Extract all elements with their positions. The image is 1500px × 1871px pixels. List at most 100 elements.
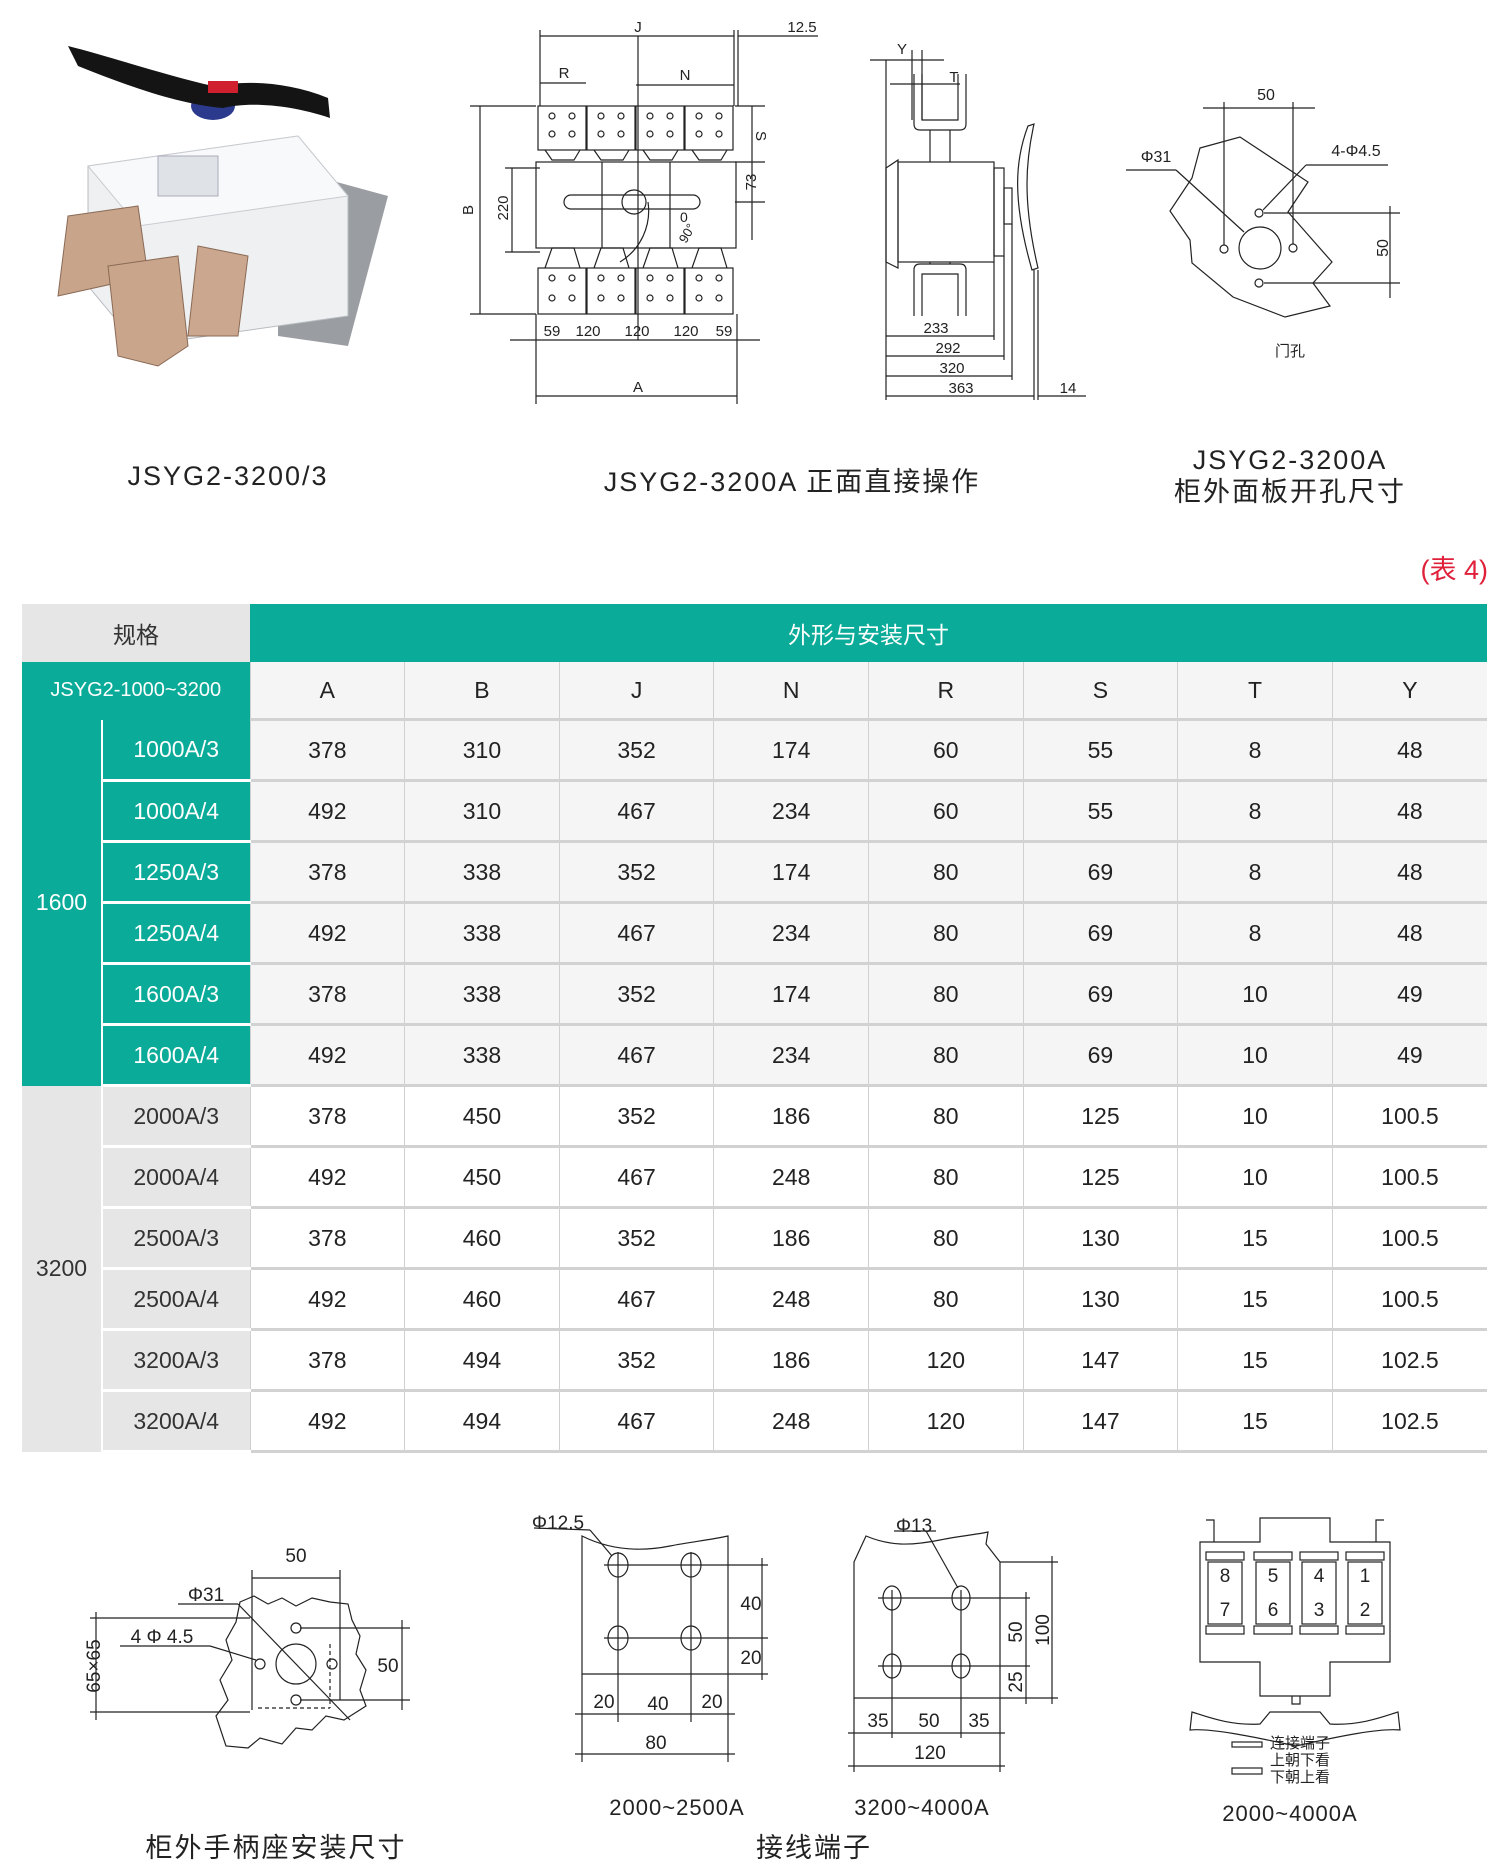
terminal-3200-4000-drawing: Φ13 50 100 25 35 50 35 120 bbox=[848, 1516, 1058, 1772]
terminal-hole bbox=[597, 130, 605, 138]
value-cell-r: 60 bbox=[868, 719, 1024, 782]
terminal-hole bbox=[597, 274, 605, 282]
value-cell-b: 338 bbox=[404, 902, 560, 965]
value-cell-t: 10 bbox=[1177, 1085, 1333, 1148]
large-terminal-phi: Φ13 bbox=[896, 1516, 932, 1537]
value-cell-a: 492 bbox=[249, 902, 405, 965]
terminal-hole bbox=[568, 130, 576, 138]
dim-220: 220 bbox=[495, 195, 512, 220]
small-terminal-h80: 80 bbox=[645, 1733, 666, 1754]
value-cell-n: 234 bbox=[713, 902, 869, 965]
terminal-bar bbox=[1205, 1625, 1245, 1635]
terminal-hole bbox=[715, 294, 723, 302]
terminal-hole bbox=[568, 274, 576, 282]
cutout-dim-50-top: 50 bbox=[1257, 87, 1275, 104]
large-terminal-h35a: 35 bbox=[867, 1711, 888, 1732]
terminal-box bbox=[1301, 1561, 1337, 1625]
terminal-hole bbox=[666, 294, 674, 302]
handle-seat-drawing: 50 Φ31 4 Φ 4.5 50 65×65 bbox=[84, 1546, 410, 1749]
terminals-caption: 接线端子 bbox=[756, 1833, 872, 1863]
value-cell-b: 338 bbox=[404, 963, 560, 1026]
value-cell-y: 100.5 bbox=[1331, 1268, 1487, 1331]
value-cell-r: 60 bbox=[868, 780, 1024, 843]
value-cell-n: 174 bbox=[713, 719, 869, 782]
terminal-hole bbox=[568, 112, 576, 120]
product-photo bbox=[57, 46, 388, 367]
seat-holes: 4 Φ 4.5 bbox=[131, 1627, 194, 1648]
terminal-hole bbox=[617, 294, 625, 302]
spec-cell: 3200A/3 bbox=[102, 1329, 250, 1392]
terminal-bar bbox=[1299, 1551, 1339, 1561]
column-header-a: A bbox=[249, 662, 405, 721]
value-cell-s: 55 bbox=[1022, 780, 1178, 843]
small-terminal-h40: 40 bbox=[647, 1694, 668, 1715]
value-cell-r: 80 bbox=[868, 841, 1024, 904]
value-cell-y: 100.5 bbox=[1331, 1207, 1487, 1270]
value-cell-j: 352 bbox=[558, 963, 714, 1026]
dim-bottom-3: 120 bbox=[624, 323, 649, 340]
value-cell-a: 378 bbox=[249, 1085, 405, 1148]
front-view-caption: JSYG2-3200A 正面直接操作 bbox=[603, 467, 981, 497]
value-cell-b: 338 bbox=[404, 1024, 560, 1087]
value-cell-b: 450 bbox=[404, 1085, 560, 1148]
terminal-hole bbox=[695, 274, 703, 282]
value-cell-s: 69 bbox=[1022, 902, 1178, 965]
value-cell-r: 80 bbox=[868, 963, 1024, 1026]
value-cell-r: 80 bbox=[868, 902, 1024, 965]
spec-cell: 1600A/3 bbox=[102, 963, 250, 1026]
value-cell-t: 15 bbox=[1177, 1207, 1333, 1270]
cutout-dim-50-right: 50 bbox=[1375, 239, 1392, 257]
terminal-hole bbox=[597, 294, 605, 302]
dim-t: T bbox=[949, 69, 958, 86]
terminal-hole bbox=[617, 112, 625, 120]
value-cell-j: 467 bbox=[558, 780, 714, 843]
column-header-b: B bbox=[404, 662, 560, 721]
small-terminal-v40: 40 bbox=[740, 1594, 761, 1615]
value-cell-y: 48 bbox=[1331, 841, 1487, 904]
large-terminal-v25: 25 bbox=[1006, 1671, 1027, 1692]
dim-12-5: 12.5 bbox=[787, 19, 816, 36]
value-cell-b: 494 bbox=[404, 1390, 560, 1453]
terminal-box bbox=[1347, 1561, 1383, 1625]
terminal-bar bbox=[1253, 1551, 1293, 1561]
value-cell-n: 234 bbox=[713, 1024, 869, 1087]
terminal-hole bbox=[548, 112, 556, 120]
dim-b: B bbox=[460, 205, 477, 215]
terminal-box bbox=[1207, 1561, 1243, 1625]
value-cell-a: 378 bbox=[249, 719, 405, 782]
value-cell-t: 15 bbox=[1177, 1268, 1333, 1331]
spec-cell: 1250A/4 bbox=[102, 902, 250, 965]
terminal-hole bbox=[617, 130, 625, 138]
value-cell-t: 8 bbox=[1177, 841, 1333, 904]
value-cell-j: 467 bbox=[558, 1268, 714, 1331]
dim-bottom-5: 59 bbox=[716, 323, 733, 340]
value-cell-a: 378 bbox=[249, 963, 405, 1026]
value-cell-s: 130 bbox=[1022, 1268, 1178, 1331]
value-cell-r: 80 bbox=[868, 1146, 1024, 1209]
small-terminal-caption: 2000~2500A bbox=[609, 1795, 745, 1820]
large-terminal-v50: 50 bbox=[1006, 1621, 1027, 1642]
table-number: (表 4) bbox=[1420, 555, 1489, 585]
value-cell-b: 460 bbox=[404, 1207, 560, 1270]
model-header: JSYG2-1000~3200 bbox=[22, 662, 250, 720]
large-terminal-h120: 120 bbox=[914, 1743, 946, 1764]
value-cell-r: 120 bbox=[868, 1329, 1024, 1392]
value-cell-b: 338 bbox=[404, 841, 560, 904]
value-cell-y: 49 bbox=[1331, 1024, 1487, 1087]
value-cell-s: 147 bbox=[1022, 1329, 1178, 1392]
terminal-hole bbox=[715, 130, 723, 138]
legend-top-view: 上朝下看 bbox=[1270, 1752, 1330, 1769]
group-cell: 1600 bbox=[22, 719, 103, 1086]
terminal-hole bbox=[646, 112, 654, 120]
terminal-hole bbox=[617, 274, 625, 282]
value-cell-n: 174 bbox=[713, 841, 869, 904]
small-terminal-phi: Φ12.5 bbox=[532, 1513, 584, 1534]
dim-j: J bbox=[634, 19, 642, 36]
switch-body bbox=[535, 161, 737, 249]
spec-cell: 2000A/4 bbox=[102, 1146, 250, 1209]
terminal-hole bbox=[666, 274, 674, 282]
